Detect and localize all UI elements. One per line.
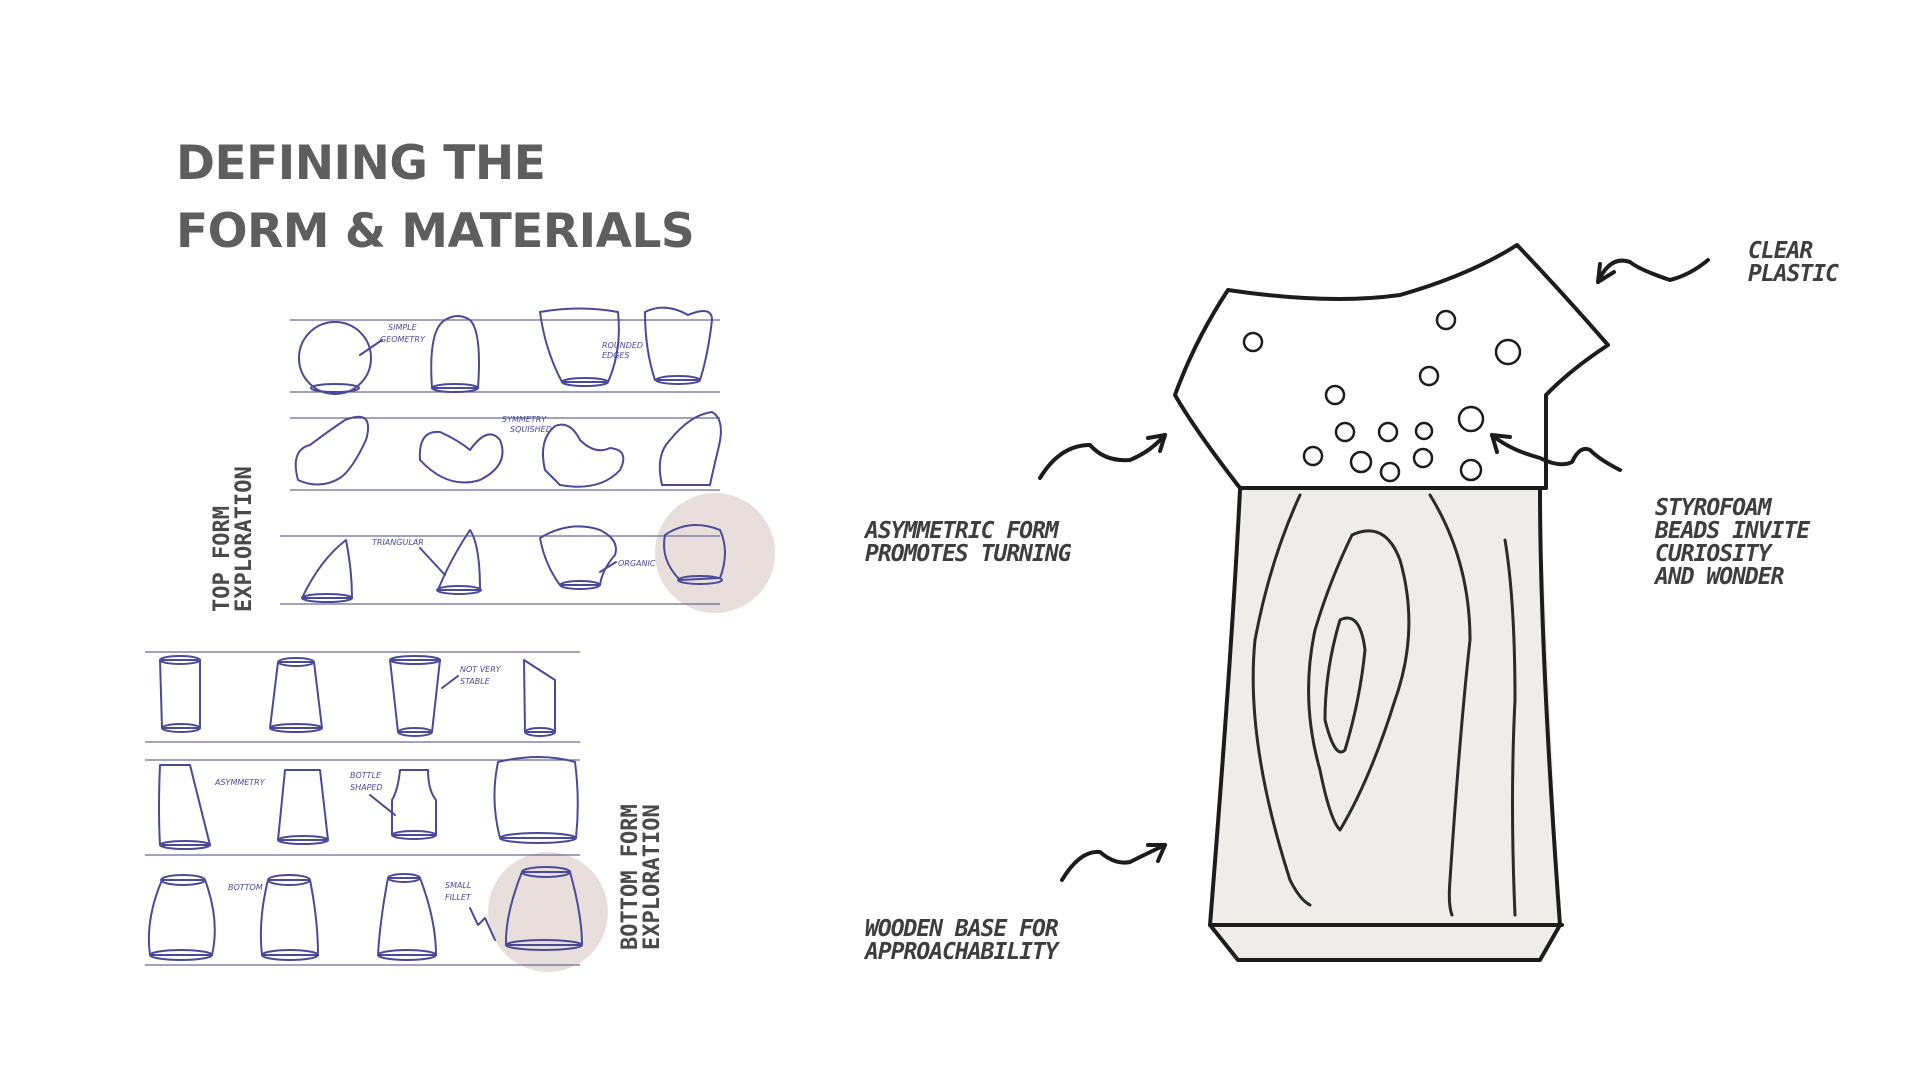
clear-plastic-top	[1175, 245, 1608, 488]
clear-plastic-annotation: CLEAR PLASTIC	[1748, 240, 1838, 286]
asymmetric-form-annotation: ASYMMETRIC FORM PROMOTES TURNING	[865, 520, 1071, 566]
styrofoam-beads	[1244, 311, 1520, 481]
styrofoam-beads-annotation: STYROFOAM BEADS INVITE CURIOSITY AND WON…	[1655, 497, 1809, 589]
wooden-base-annotation: WOODEN BASE FOR APPROACHABILITY	[865, 918, 1058, 964]
